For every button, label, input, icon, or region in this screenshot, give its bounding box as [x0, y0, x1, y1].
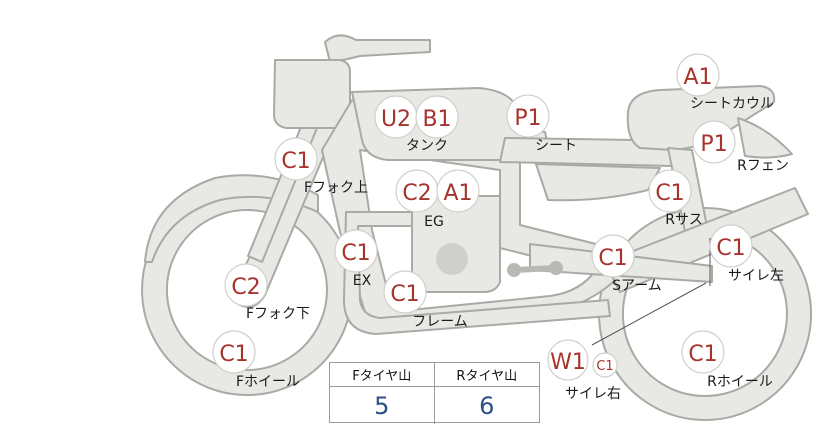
part-label-rear-suspension: Rサス [665, 212, 702, 228]
part-code: C1 [219, 342, 248, 367]
badge-rear-wheel: C1 [681, 330, 725, 374]
handlebar-shape [324, 34, 431, 63]
part-code: C2 [231, 275, 260, 300]
badge-silencer-right: W1 C1 [547, 339, 618, 381]
seat-cowl-shape [626, 85, 776, 151]
part-label-front-wheel: Fホイール [236, 374, 300, 390]
badge-front-wheel: C1 [212, 330, 256, 374]
part-label-tank: タンク [406, 138, 448, 154]
part-label-swingarm: Sアーム [612, 278, 662, 294]
badge-exhaust: C1 [334, 229, 378, 273]
footpeg-shape [507, 261, 563, 277]
part-code: A1 [443, 181, 472, 206]
part-annotations: A1 シートカウル U2 B1 タンク P1 シート P1 Rフェン C1 Fフ… [212, 53, 789, 402]
part-code: A1 [683, 65, 712, 90]
part-code: C1 [716, 236, 745, 261]
badge-seat: P1 [506, 94, 550, 138]
rear-fender-shape [737, 117, 793, 159]
part-code: C1 [655, 181, 684, 206]
part-code: W1 [550, 350, 586, 375]
part-label-front-fork-upper: Fフォク上 [304, 180, 368, 196]
badge-rear-suspension: C1 [648, 169, 692, 213]
part-code: C1 [341, 241, 370, 266]
headlight-shape [273, 59, 351, 129]
badge-front-fork-upper: C1 [274, 137, 318, 181]
part-code: C1 [688, 342, 717, 367]
part-label-exhaust: EX [353, 273, 372, 289]
part-code: B1 [422, 107, 451, 132]
exhaust-shape [343, 211, 611, 335]
part-code: P1 [700, 132, 727, 157]
part-code: C1 [281, 149, 310, 174]
rear-tire-header: Rタイヤ山 [434, 363, 539, 387]
badge-seat-cowl: A1 [676, 53, 720, 97]
front-tire-value: 5 [330, 387, 435, 424]
part-code: C1 [598, 246, 627, 271]
part-code: C1 [596, 359, 613, 374]
part-label-frame: フレーム [412, 314, 468, 330]
engine-cover-circle [436, 243, 468, 275]
badge-frame: C1 [383, 270, 427, 314]
badge-swingarm: C1 [591, 234, 635, 278]
front-tire-header: Fタイヤ山 [330, 363, 435, 387]
part-code: U2 [381, 107, 411, 132]
part-label-silencer-right: サイレ右 [565, 386, 621, 402]
badge-engine: C2 A1 [395, 169, 480, 213]
part-code: C2 [402, 181, 431, 206]
part-code: C1 [390, 282, 419, 307]
part-label-silencer-left: サイレ左 [728, 268, 784, 284]
part-label-rear-fender: Rフェン [737, 158, 789, 174]
side-cover-shape [535, 163, 661, 202]
silencer-right-leader-line [591, 282, 707, 346]
part-label-seat: シート [535, 138, 577, 154]
tire-tread-table: Fタイヤ山 Rタイヤ山 5 6 [329, 362, 540, 424]
badge-front-fork-lower: C2 [224, 263, 268, 307]
part-label-seat-cowl: シートカウル [690, 96, 774, 112]
badge-silencer-left: C1 [709, 224, 753, 268]
part-label-engine: EG [424, 214, 444, 230]
part-code: P1 [514, 106, 541, 131]
badge-rear-fender: P1 [692, 120, 736, 164]
badge-tank: U2 B1 [374, 95, 459, 139]
part-label-rear-wheel: Rホイール [707, 374, 773, 390]
part-label-front-fork-lower: Fフォク下 [246, 306, 310, 322]
rear-tire-value: 6 [479, 391, 495, 420]
